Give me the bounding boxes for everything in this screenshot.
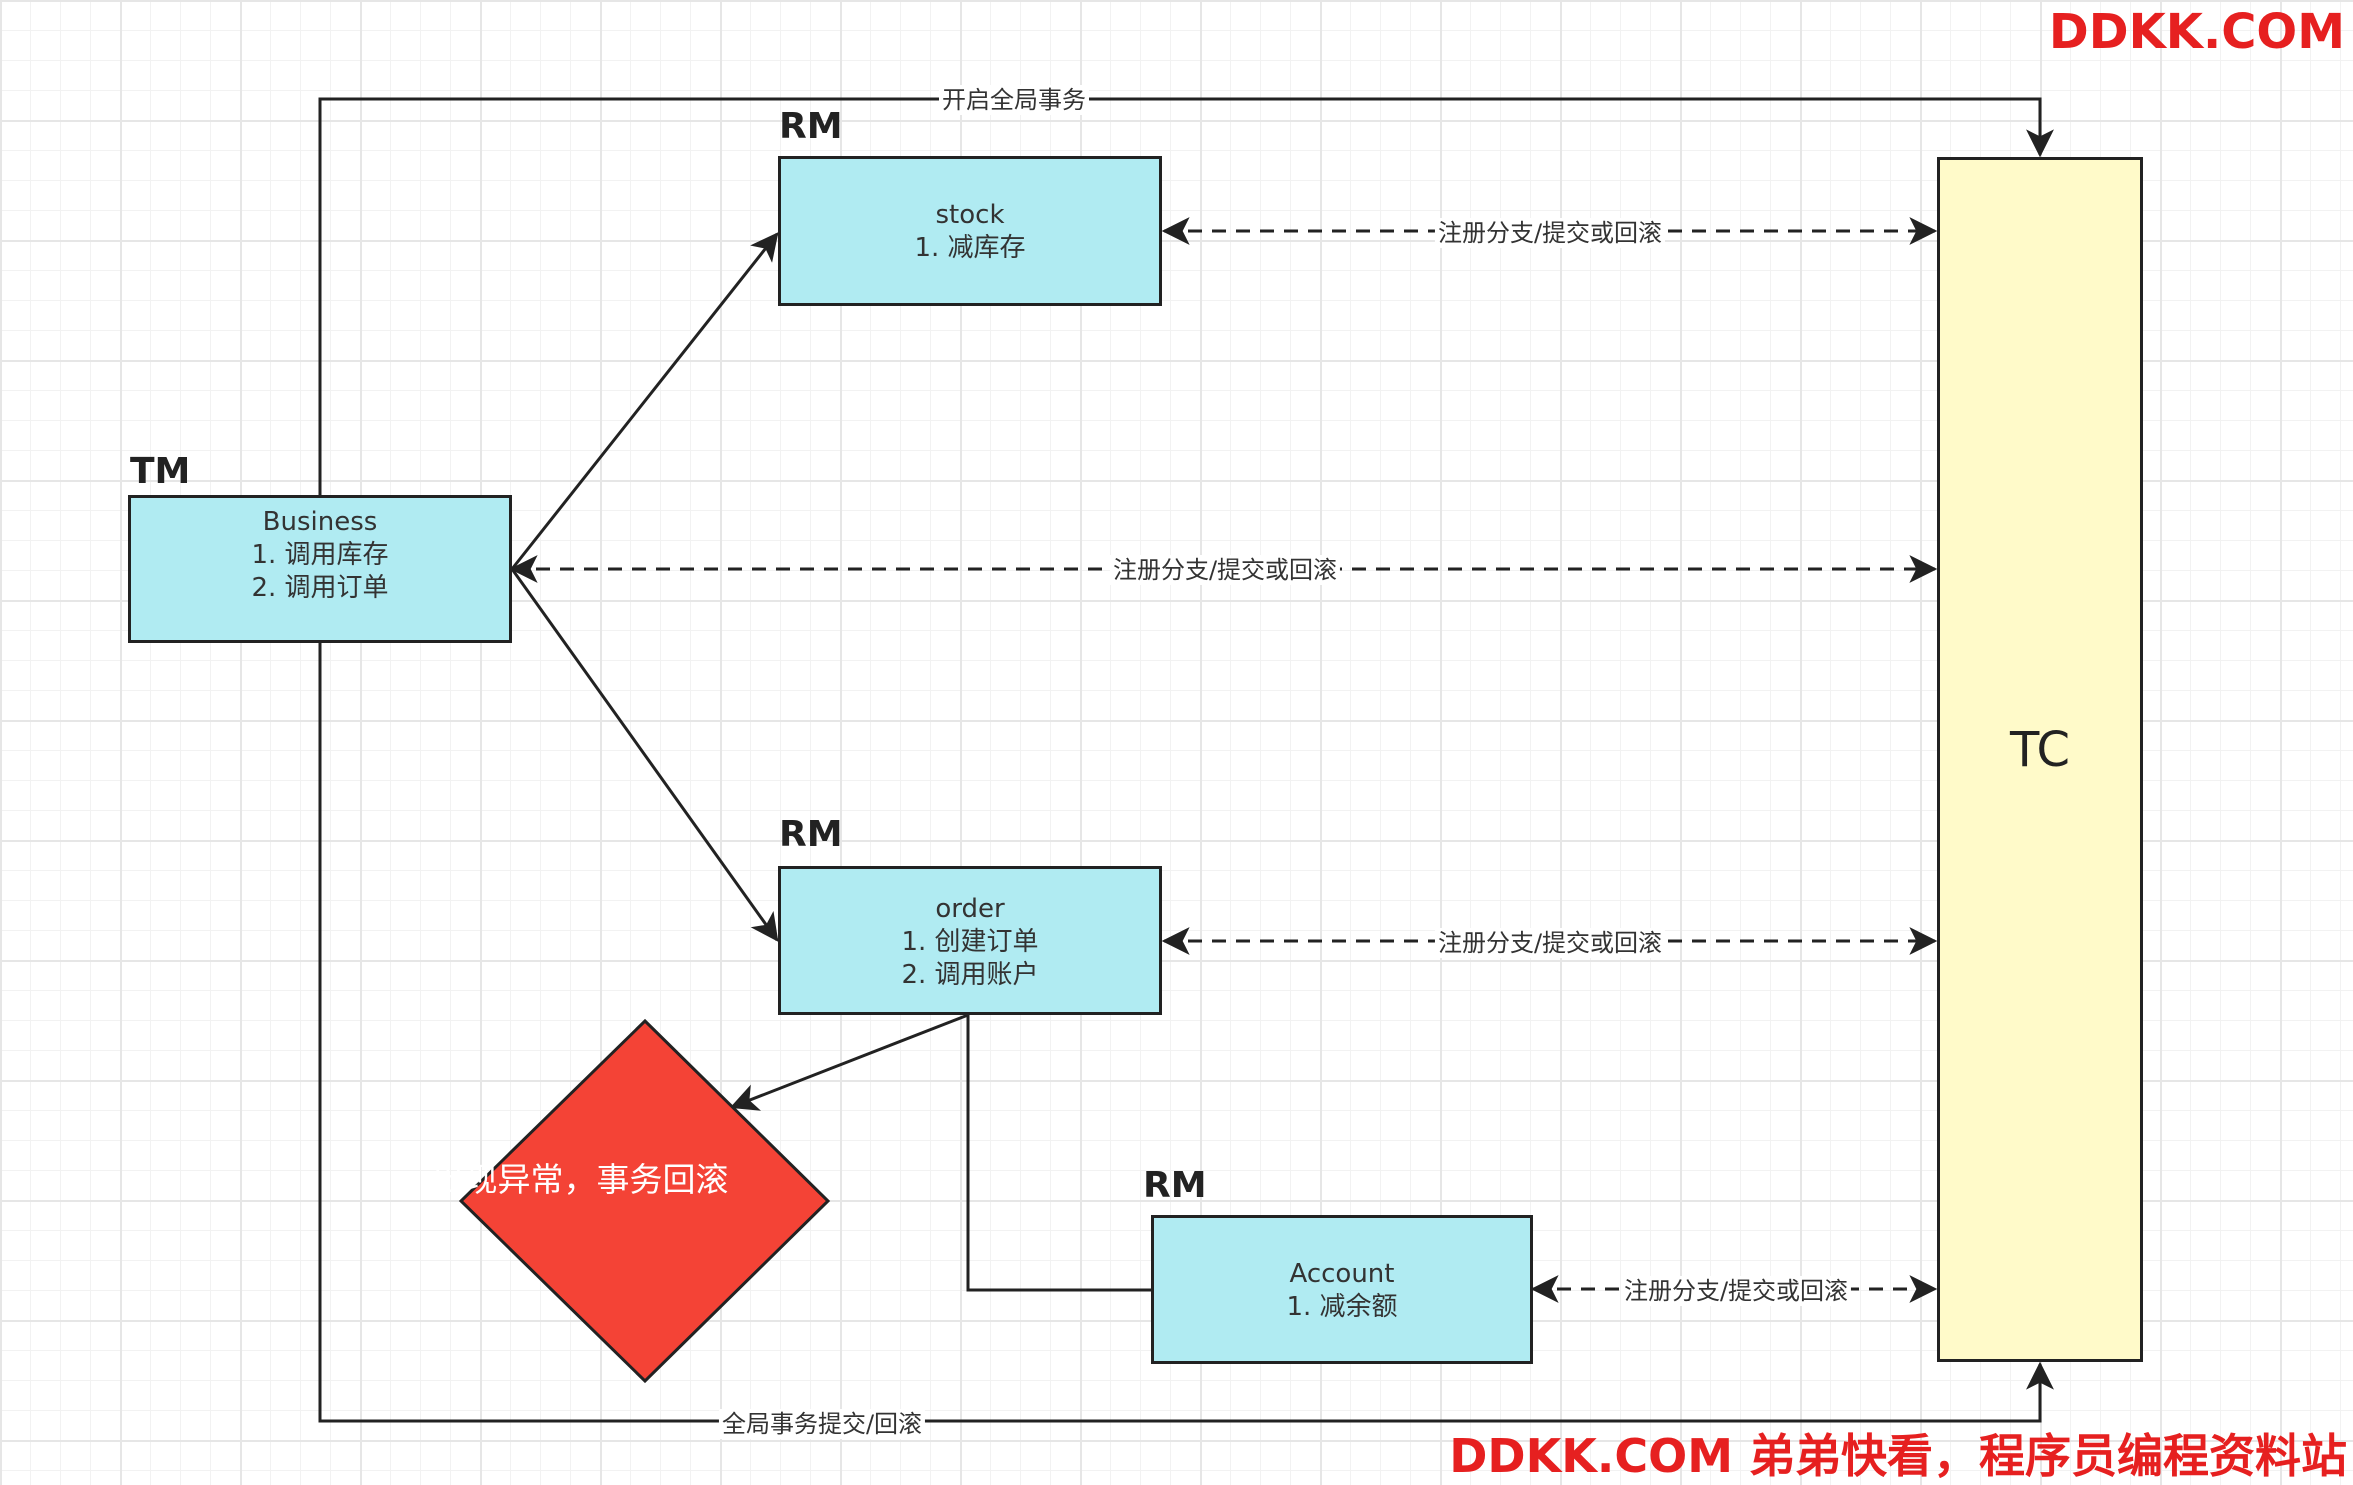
edge-branch-order-label: 注册分支/提交或回滚 [1434,928,1666,958]
edge-branch-account-label: 注册分支/提交或回滚 [1620,1276,1852,1306]
edge-order-to-exception [729,1013,969,1111]
edge-begin-global-label: 开启全局事务 [939,85,1089,115]
stock-role-label: RM [779,106,843,147]
tc-box: TC [1937,157,2143,1362]
rm-stock-box: stock 1. 减库存 [778,156,1162,306]
edge-global-commit-label: 全局事务提交/回滚 [718,1409,926,1439]
edge-tm-to-stock [510,232,779,570]
edge-branch-stock-label: 注册分支/提交或回滚 [1434,218,1666,248]
tm-business-step-1: 1. 调用库存 [251,540,389,570]
edge-global-commit [318,643,2054,1423]
rm-stock-step-1: 1. 减库存 [914,233,1026,263]
rm-stock-title: stock [935,200,1005,230]
edge-tm-to-order [510,568,779,942]
tc-label: TC [2009,721,2071,778]
tm-business-box: Business 1. 调用库存 2. 调用订单 [128,495,512,643]
edge-branch-tm-label: 注册分支/提交或回滚 [1109,555,1341,585]
rm-account-box: Account 1. 减余额 [1151,1215,1533,1364]
exception-label: 出现异常，事务回滚 [431,1160,729,1199]
watermark-top: DDKK.COM [2048,4,2345,60]
account-role-label: RM [1143,1165,1207,1206]
tm-business-title: Business [262,507,378,537]
tm-business-step-2: 2. 调用订单 [251,573,389,603]
edge-order-to-account [966,1015,1151,1292]
rm-order-step-2: 2. 调用账户 [901,960,1039,990]
exception-diamond [458,1018,831,1384]
rm-order-step-1: 1. 创建订单 [901,927,1039,957]
order-role-label: RM [779,814,843,855]
watermark-bottom: DDKK.COM 弟弟快看，程序员编程资料站 [1449,1429,2347,1483]
rm-order-box: order 1. 创建订单 2. 调用账户 [778,866,1162,1015]
tm-role-label: TM [130,451,191,492]
rm-order-title: order [935,894,1005,924]
rm-account-step-1: 1. 减余额 [1286,1292,1398,1322]
edge-begin-global [318,97,2054,495]
rm-account-title: Account [1289,1259,1395,1289]
